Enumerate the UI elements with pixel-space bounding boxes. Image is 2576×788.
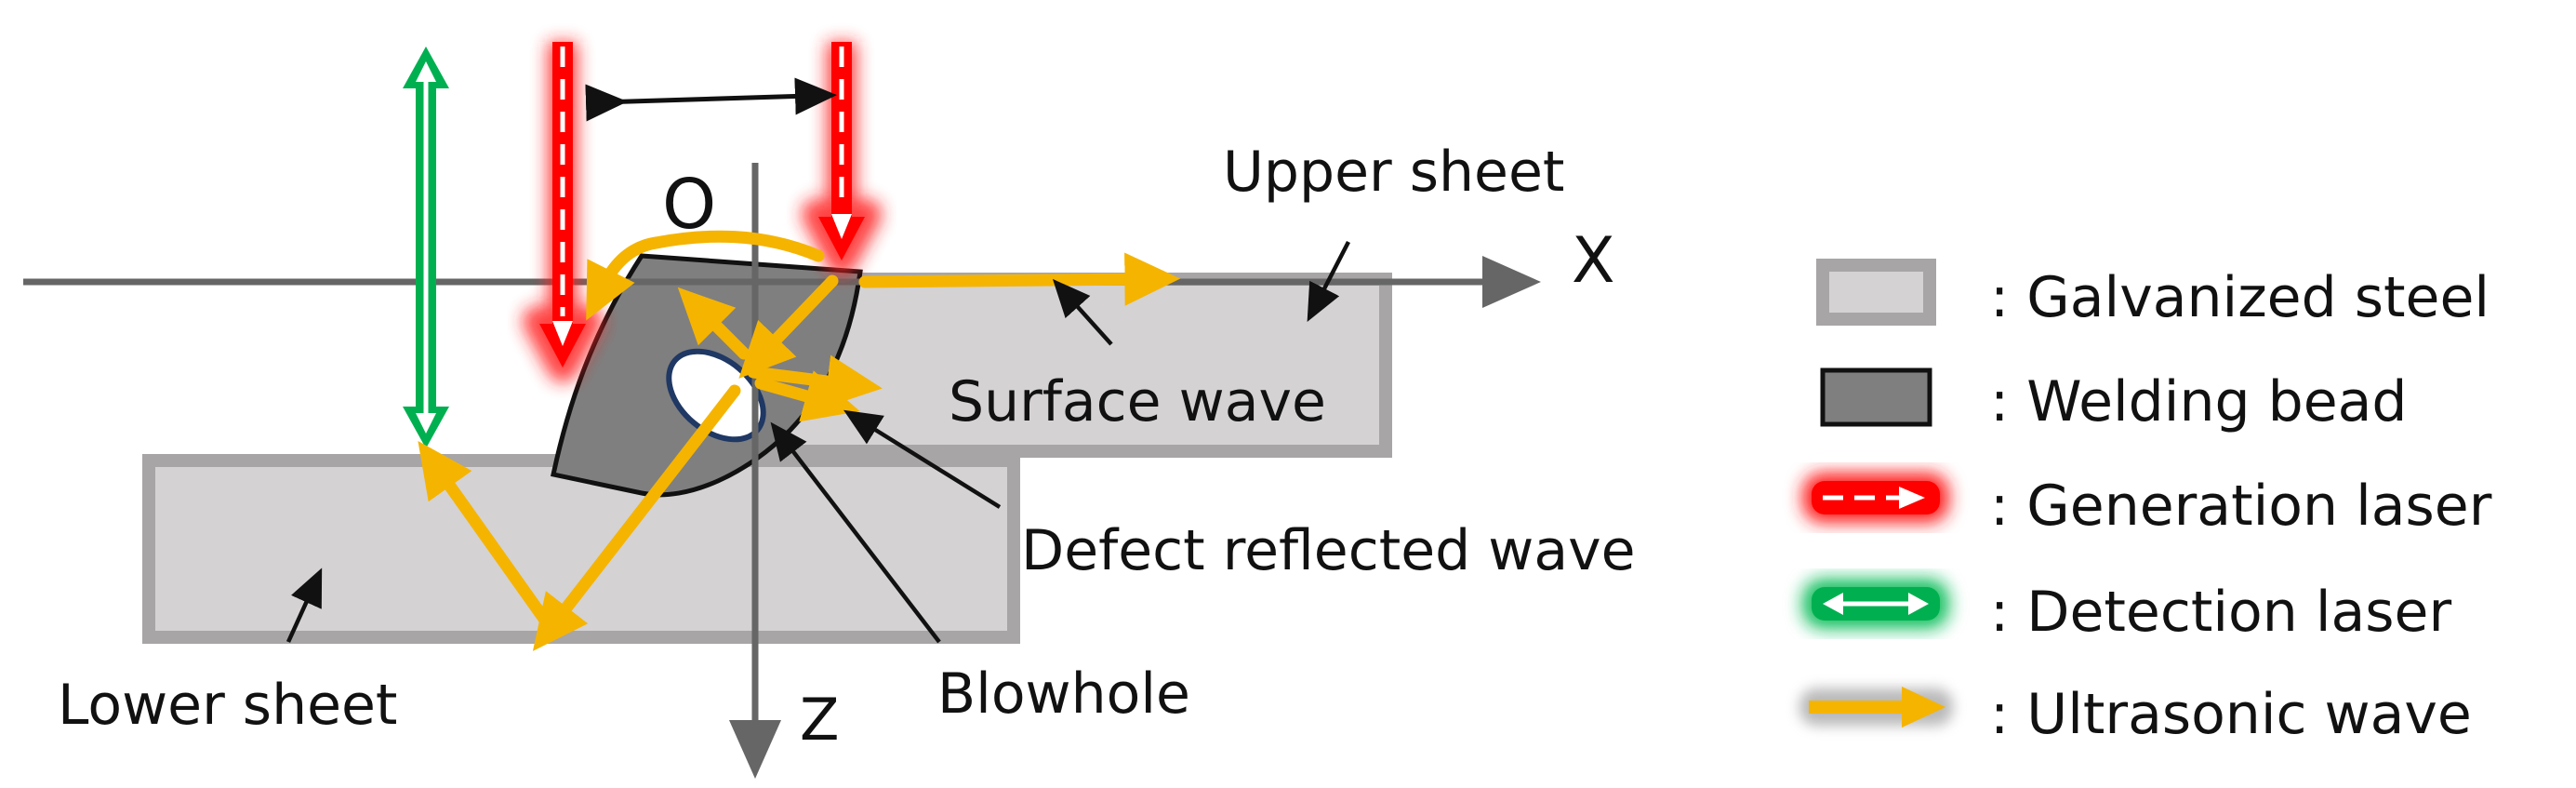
surface-wave-label: Surface wave <box>949 369 1326 434</box>
lower-sheet-label: Lower sheet <box>58 673 397 738</box>
legend-welding-bead-swatch <box>1820 367 1932 427</box>
legend-detection-laser-swatch <box>1802 579 1949 629</box>
surface-wave-back-arrow <box>586 230 825 321</box>
legend-detection-laser-label: : Detection laser <box>1990 580 2451 645</box>
legend-generation-laser-swatch <box>1802 473 1949 523</box>
defect-reflected-wave-label: Defect reflected wave <box>1021 518 1636 583</box>
x-axis-label: X <box>1572 224 1615 298</box>
legend-galvanized-steel-label: : Galvanized steel <box>1990 265 2490 330</box>
ultrasonic-waves <box>418 230 1181 651</box>
bulk-wave-reflection-arrow <box>418 440 551 625</box>
legend-generation-laser-label: : Generation laser <box>1990 474 2492 539</box>
leader-lines <box>285 240 1350 644</box>
legend: : Galvanized steel : Welding bead : Gene… <box>1799 259 2492 747</box>
detection-laser <box>403 33 449 461</box>
origin-label: O <box>662 165 716 245</box>
lower-sheet <box>142 454 1020 644</box>
z-axis-label: Z <box>800 686 839 754</box>
upper-sheet-label: Upper sheet <box>1223 140 1564 205</box>
legend-welding-bead-label: : Welding bead <box>1990 369 2407 434</box>
blowhole-label: Blowhole <box>937 661 1190 727</box>
defect-reflected-wave-up-arrow <box>677 287 750 360</box>
bulk-wave-down-arrow <box>738 274 839 379</box>
legend-galvanized-steel-swatch <box>1816 259 1936 326</box>
surface-wave-arrow <box>858 252 1181 306</box>
legend-ultrasonic-wave-label: : Ultrasonic wave <box>1990 682 2472 747</box>
laser-spacing-arrow <box>585 77 837 122</box>
generation-laser-right <box>802 42 882 275</box>
bulk-wave-to-bottom-arrow <box>532 384 741 651</box>
legend-ultrasonic-wave-swatch <box>1799 687 1953 728</box>
defect-reflected-wave-small-arrow <box>754 370 860 422</box>
generation-laser-left <box>523 42 603 382</box>
